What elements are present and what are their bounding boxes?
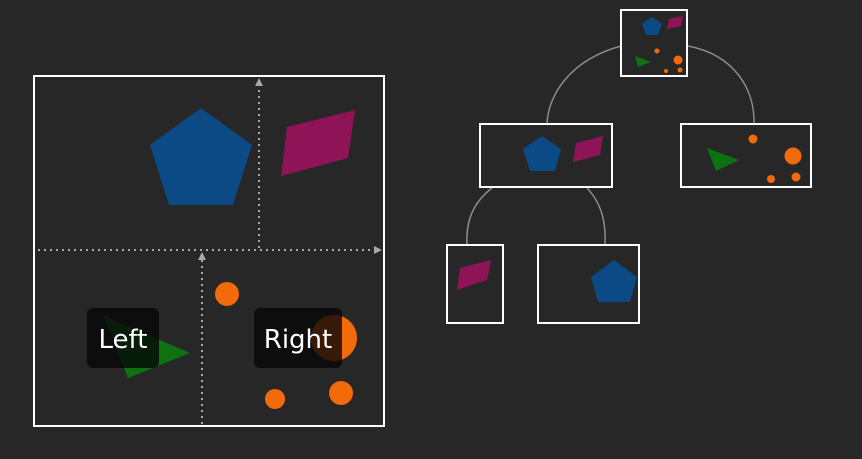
pentagon-shape (591, 260, 637, 302)
pentagon-shape (642, 17, 662, 35)
pentagon-shape (150, 108, 252, 205)
tree-edge (466, 187, 493, 246)
hierarchy-tree (446, 9, 812, 324)
right-child-node (680, 123, 812, 188)
triangle-shape (707, 148, 739, 171)
tree-edge (687, 45, 755, 125)
pentagon-shape (523, 136, 561, 171)
right-label: Right (264, 325, 332, 355)
left-label-tag: Left (87, 308, 159, 368)
tree-edge (546, 45, 622, 125)
circle-shape (784, 147, 802, 165)
node-frame (680, 123, 812, 188)
circle-shape (748, 134, 758, 144)
left-child-node (479, 123, 613, 188)
right-label-tag: Right (254, 308, 342, 368)
right-label-background (254, 308, 342, 368)
circle-shape (791, 172, 801, 182)
tree-edge (586, 187, 606, 246)
left-label-background (87, 308, 159, 368)
circle-shape (265, 389, 285, 409)
root-node (620, 9, 688, 77)
circle-shape (767, 175, 775, 183)
circle-shape (215, 282, 239, 306)
circle-shape (677, 67, 683, 73)
circle-shape (329, 381, 353, 405)
parallelogram-shape (667, 16, 683, 29)
parallelogram-shape (573, 136, 603, 162)
circle-shape (654, 48, 660, 54)
triangle-shape (635, 56, 651, 67)
circle-shape (664, 69, 668, 73)
parallelogram-shape (457, 260, 491, 290)
scene-frame (33, 75, 385, 427)
circle-shape (673, 55, 683, 65)
scene-panel: Left Right (33, 75, 385, 427)
left-left-leaf-node (446, 244, 504, 324)
parallelogram-shape (281, 110, 355, 176)
left-label: Left (99, 325, 148, 355)
left-right-leaf-node (537, 244, 640, 324)
